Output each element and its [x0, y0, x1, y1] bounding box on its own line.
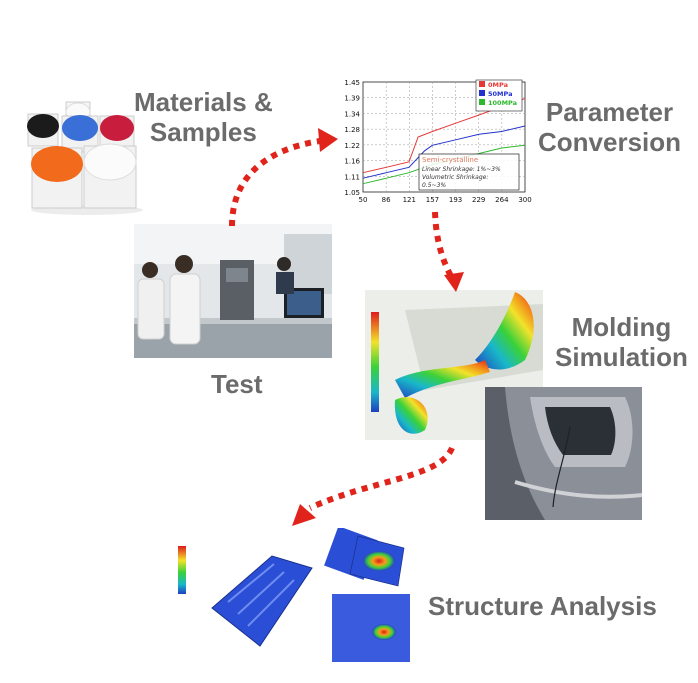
chart-legend-label: 100MPa [488, 99, 517, 107]
chart-y-tick-label: 1.45 [344, 79, 360, 87]
materials-samples-label: Materials & Samples [134, 87, 273, 148]
plastic-pellets-image [26, 98, 148, 216]
annotation-line1: Linear Shrinkage: 1%~3% [422, 166, 501, 173]
test-label: Test [211, 369, 263, 399]
annotation-line2: Volumetric Shrinkage: [422, 174, 488, 181]
chart-y-tick-label: 1.39 [344, 95, 360, 103]
chart-x-ticks: 50 86 121 157 193 229 264 300 [359, 196, 532, 204]
arrow-test-to-parameter [229, 138, 321, 227]
chart-legend-swatch [479, 81, 485, 87]
annotation-line3: 0.5~3% [422, 182, 446, 189]
chart-legend-swatch [479, 99, 485, 105]
lab-test-photo [134, 224, 332, 358]
molded-part-photo [485, 387, 642, 520]
pvt-chart: 1.45 1.39 1.34 1.28 1.22 1.16 1.11 1.05 50 86 121… [333, 76, 533, 208]
materials-label-line2: Samples [149, 116, 257, 147]
chart-x-tick-label: 300 [518, 196, 531, 204]
chart-y-tick-label: 1.28 [344, 126, 360, 134]
chart-y-tick-label: 1.16 [344, 158, 360, 166]
structure-analysis-label: Structure Analysis [428, 591, 657, 621]
chart-y-ticks: 1.45 1.39 1.34 1.28 1.22 1.16 1.11 1.05 [344, 79, 360, 197]
chart-x-tick-label: 121 [403, 196, 416, 204]
chart-x-tick-label: 264 [495, 196, 509, 204]
chart-x-tick-label: 193 [449, 196, 462, 204]
chart-x-tick-label: 50 [359, 196, 368, 204]
chart-x-tick-label: 229 [472, 196, 485, 204]
chart-annotation-box: Semi-crystalline Linear Shrinkage: 1%~3%… [418, 153, 520, 191]
arrow-parameter-to-molding [432, 211, 455, 280]
chart-y-tick-label: 1.11 [344, 173, 360, 181]
chart-plot-frame [362, 81, 526, 193]
chart-y-tick-label: 1.22 [344, 142, 360, 150]
parameter-label-line2: Conversion [538, 126, 682, 157]
parameter-conversion-label: Parameter Conversion [538, 97, 682, 158]
materials-label-line1: Materials & [134, 87, 273, 117]
chart-y-tick-label: 1.34 [344, 110, 360, 118]
chart-legend-label: 50MPa [488, 90, 513, 98]
chart-legend-swatch [479, 90, 485, 96]
molding-label-line2: Simulation [555, 341, 688, 372]
arrowhead-structure [292, 504, 316, 526]
arrow-molding-to-structure [308, 446, 455, 511]
molding-simulation-label: Molding Simulation [555, 312, 688, 373]
chart-y-tick-label: 1.05 [344, 189, 360, 197]
chart-legend-label: 0MPa [488, 81, 508, 89]
parameter-label-line1: Parameter [545, 97, 674, 127]
annotation-title: Semi-crystalline [422, 156, 478, 164]
chart-x-tick-label: 157 [426, 196, 439, 204]
structure-analysis-image [172, 528, 420, 668]
chart-x-tick-label: 86 [382, 196, 391, 204]
molding-label-line1: Molding [571, 312, 672, 342]
chart-series-line-50MPa [362, 125, 526, 179]
arrowhead-molding [444, 272, 464, 292]
